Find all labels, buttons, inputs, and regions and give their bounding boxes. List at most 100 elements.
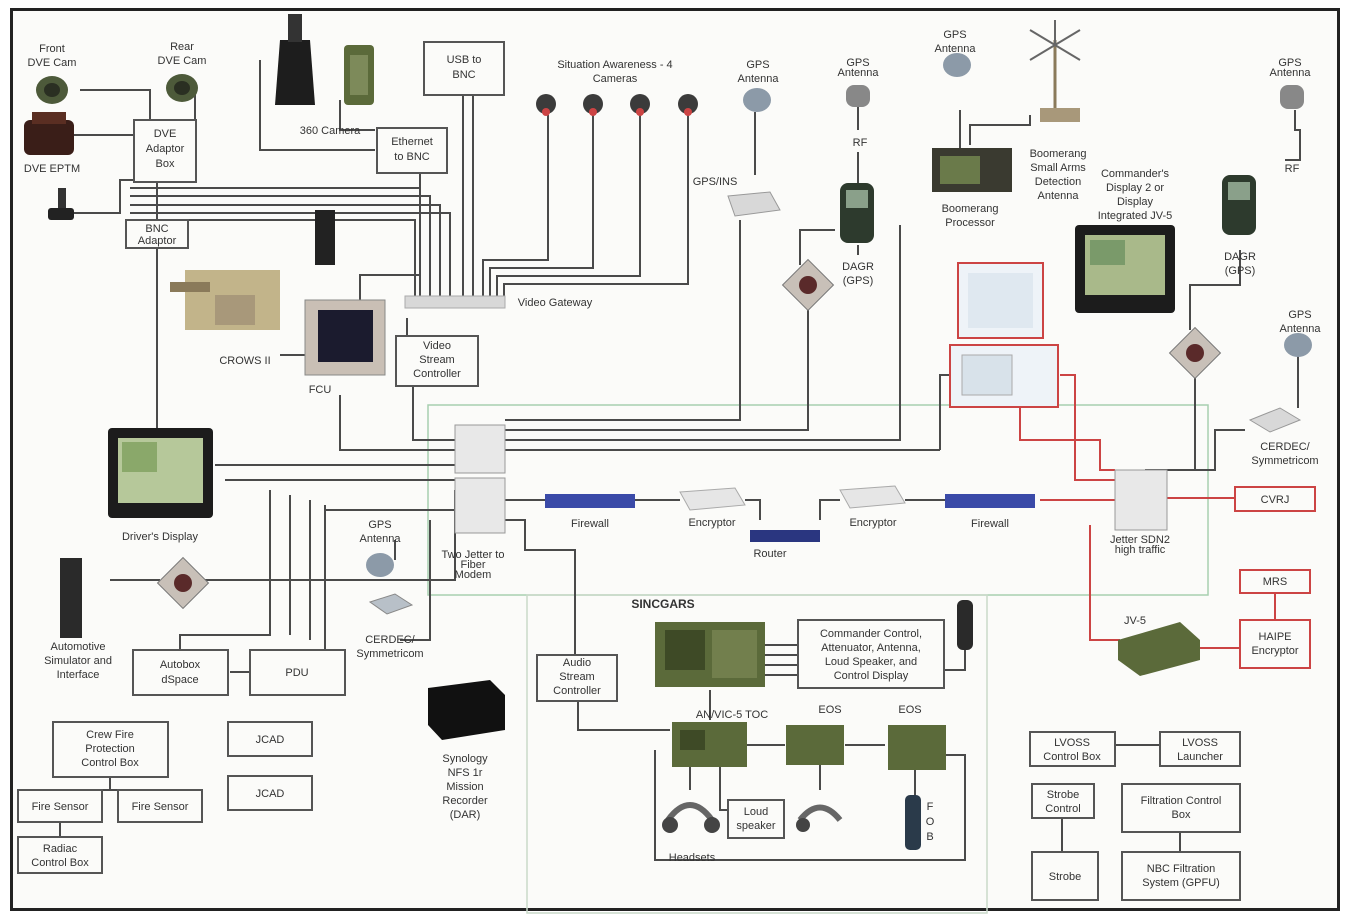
camera-360-icon bbox=[275, 14, 374, 105]
svg-text:BNC: BNC bbox=[452, 69, 475, 81]
gps-antenna-label: GPS bbox=[1288, 309, 1311, 321]
sa-camera-icon bbox=[583, 94, 603, 116]
boomerang-processor-label-2: Processor bbox=[945, 217, 995, 229]
svg-text:Protection: Protection bbox=[85, 743, 135, 755]
svg-text:Video: Video bbox=[423, 340, 451, 352]
box-lvoss-launcher: LVOSS Launcher bbox=[1160, 732, 1240, 766]
dagr-label: DAGR bbox=[842, 261, 874, 273]
cerdec-label: CERDEC/ bbox=[365, 634, 415, 646]
rear-dve-cam-icon bbox=[166, 74, 198, 102]
svg-text:Control Box: Control Box bbox=[81, 757, 139, 769]
sa-camera-icon bbox=[536, 94, 556, 116]
switch-right-label-2: high traffic bbox=[1115, 544, 1166, 556]
sa-cameras-label: Situation Awareness - 4 bbox=[557, 59, 672, 71]
svg-text:Encryptor: Encryptor bbox=[1251, 645, 1298, 657]
dagr-label-2: (GPS) bbox=[843, 275, 874, 287]
jv5-label: JV-5 bbox=[1124, 615, 1146, 627]
red-display-group bbox=[950, 263, 1058, 407]
fob-label-2: O bbox=[926, 816, 935, 828]
gps-antenna-icon bbox=[943, 53, 971, 77]
svg-text:Control Box: Control Box bbox=[1043, 751, 1101, 763]
hub-diamond-icon bbox=[158, 558, 209, 609]
svg-text:USB to: USB to bbox=[447, 54, 482, 66]
svg-text:Controller: Controller bbox=[413, 368, 461, 380]
box-lvoss-control: LVOSS Control Box bbox=[1030, 732, 1115, 766]
router-icon bbox=[750, 530, 820, 542]
jv5-icon bbox=[1118, 622, 1200, 676]
gps-antenna-icon bbox=[366, 553, 394, 577]
video-gateway-icon bbox=[405, 296, 505, 308]
svg-text:MRS: MRS bbox=[1263, 576, 1287, 588]
eos-icon bbox=[786, 725, 844, 765]
svg-text:NBC Filtration: NBC Filtration bbox=[1147, 863, 1215, 875]
svg-text:Radiac: Radiac bbox=[43, 843, 78, 855]
sa-cameras-label-2: Cameras bbox=[593, 73, 638, 85]
svg-text:HAIPE: HAIPE bbox=[1258, 631, 1291, 643]
svg-text:Adaptor: Adaptor bbox=[138, 235, 177, 247]
headset-icon bbox=[662, 805, 720, 833]
firewall-icon bbox=[545, 494, 635, 508]
synology-label-2: NFS 1r bbox=[448, 767, 483, 779]
anvic-toc-icon bbox=[672, 722, 747, 767]
svg-text:JCAD: JCAD bbox=[256, 734, 285, 746]
fob-label: F bbox=[927, 801, 934, 813]
box-strobe-control: Strobe Control bbox=[1032, 784, 1094, 818]
sa-camera-icon bbox=[678, 94, 698, 116]
crows-label: CROWS II bbox=[219, 355, 270, 367]
front-dve-cam-label: Front bbox=[39, 43, 65, 55]
svg-text:PDU: PDU bbox=[285, 667, 308, 679]
commanders-display-label: Commander's bbox=[1101, 168, 1170, 180]
box-mrs: MRS bbox=[1240, 570, 1310, 593]
svg-text:Commander Control,: Commander Control, bbox=[820, 628, 922, 640]
encryptor-icon bbox=[680, 488, 745, 510]
boomerang-antenna-label-4: Antenna bbox=[1038, 190, 1080, 202]
synology-label-5: (DAR) bbox=[450, 809, 481, 821]
dagr-label: DAGR bbox=[1224, 251, 1256, 263]
commanders-display-label-2: Display 2 or bbox=[1106, 182, 1164, 194]
svg-text:Audio: Audio bbox=[563, 657, 591, 669]
box-fire-sensor-1: Fire Sensor bbox=[18, 790, 102, 822]
drivers-display-icon bbox=[108, 428, 213, 518]
sa-camera-icon bbox=[630, 94, 650, 116]
boomerang-processor-label: Boomerang bbox=[942, 203, 999, 215]
fob-icon bbox=[905, 795, 921, 850]
cerdec-label: CERDEC/ bbox=[1260, 441, 1310, 453]
svg-text:LVOSS: LVOSS bbox=[1054, 737, 1090, 749]
box-fire-sensor-2: Fire Sensor bbox=[118, 790, 202, 822]
firewall-label: Firewall bbox=[971, 518, 1009, 530]
svg-text:Fire Sensor: Fire Sensor bbox=[132, 801, 189, 813]
box-autobox: Autobox dSpace bbox=[133, 650, 228, 695]
gps-ins-icon bbox=[728, 192, 780, 216]
gps-antenna-icon bbox=[1280, 85, 1304, 109]
svg-text:Stream: Stream bbox=[419, 354, 454, 366]
switch-left-icon bbox=[455, 425, 505, 533]
box-usb-bnc: USB to BNC bbox=[424, 42, 504, 95]
eos-label: EOS bbox=[818, 704, 841, 716]
svg-text:Loud: Loud bbox=[744, 806, 768, 818]
box-nbc-filtration: NBC Filtration System (GPFU) bbox=[1122, 852, 1240, 900]
svg-text:Strobe: Strobe bbox=[1047, 789, 1079, 801]
crows-icon bbox=[170, 270, 280, 330]
box-video-stream-controller: Video Stream Controller bbox=[396, 336, 478, 386]
box-jcad-2: JCAD bbox=[228, 776, 312, 810]
synology-label: Synology bbox=[442, 753, 488, 765]
svg-text:Autobox: Autobox bbox=[160, 659, 201, 671]
box-cvrj: CVRJ bbox=[1235, 487, 1315, 511]
boomerang-antenna-label: Boomerang bbox=[1030, 148, 1087, 160]
gps-antenna-label: GPS bbox=[746, 59, 769, 71]
box-commander-control: Commander Control, Attenuator, Antenna, … bbox=[798, 620, 944, 688]
svg-text:Adaptor: Adaptor bbox=[146, 143, 185, 155]
synology-label-4: Recorder bbox=[442, 795, 488, 807]
svg-text:System (GPFU): System (GPFU) bbox=[1142, 877, 1220, 889]
boomerang-antenna-label-2: Small Arms bbox=[1030, 162, 1086, 174]
svg-text:JCAD: JCAD bbox=[256, 788, 285, 800]
drivers-display-label: Driver's Display bbox=[122, 531, 199, 543]
encryptor-icon bbox=[840, 486, 905, 508]
commanders-display-label-4: Integrated JV-5 bbox=[1098, 210, 1173, 222]
box-bnc-adaptor: BNC Adaptor bbox=[126, 220, 188, 248]
gps-antenna-label: GPS bbox=[943, 29, 966, 41]
gps-antenna-label-2: Antenna bbox=[838, 67, 880, 79]
svg-text:Control: Control bbox=[1045, 803, 1080, 815]
router-label: Router bbox=[753, 548, 786, 560]
